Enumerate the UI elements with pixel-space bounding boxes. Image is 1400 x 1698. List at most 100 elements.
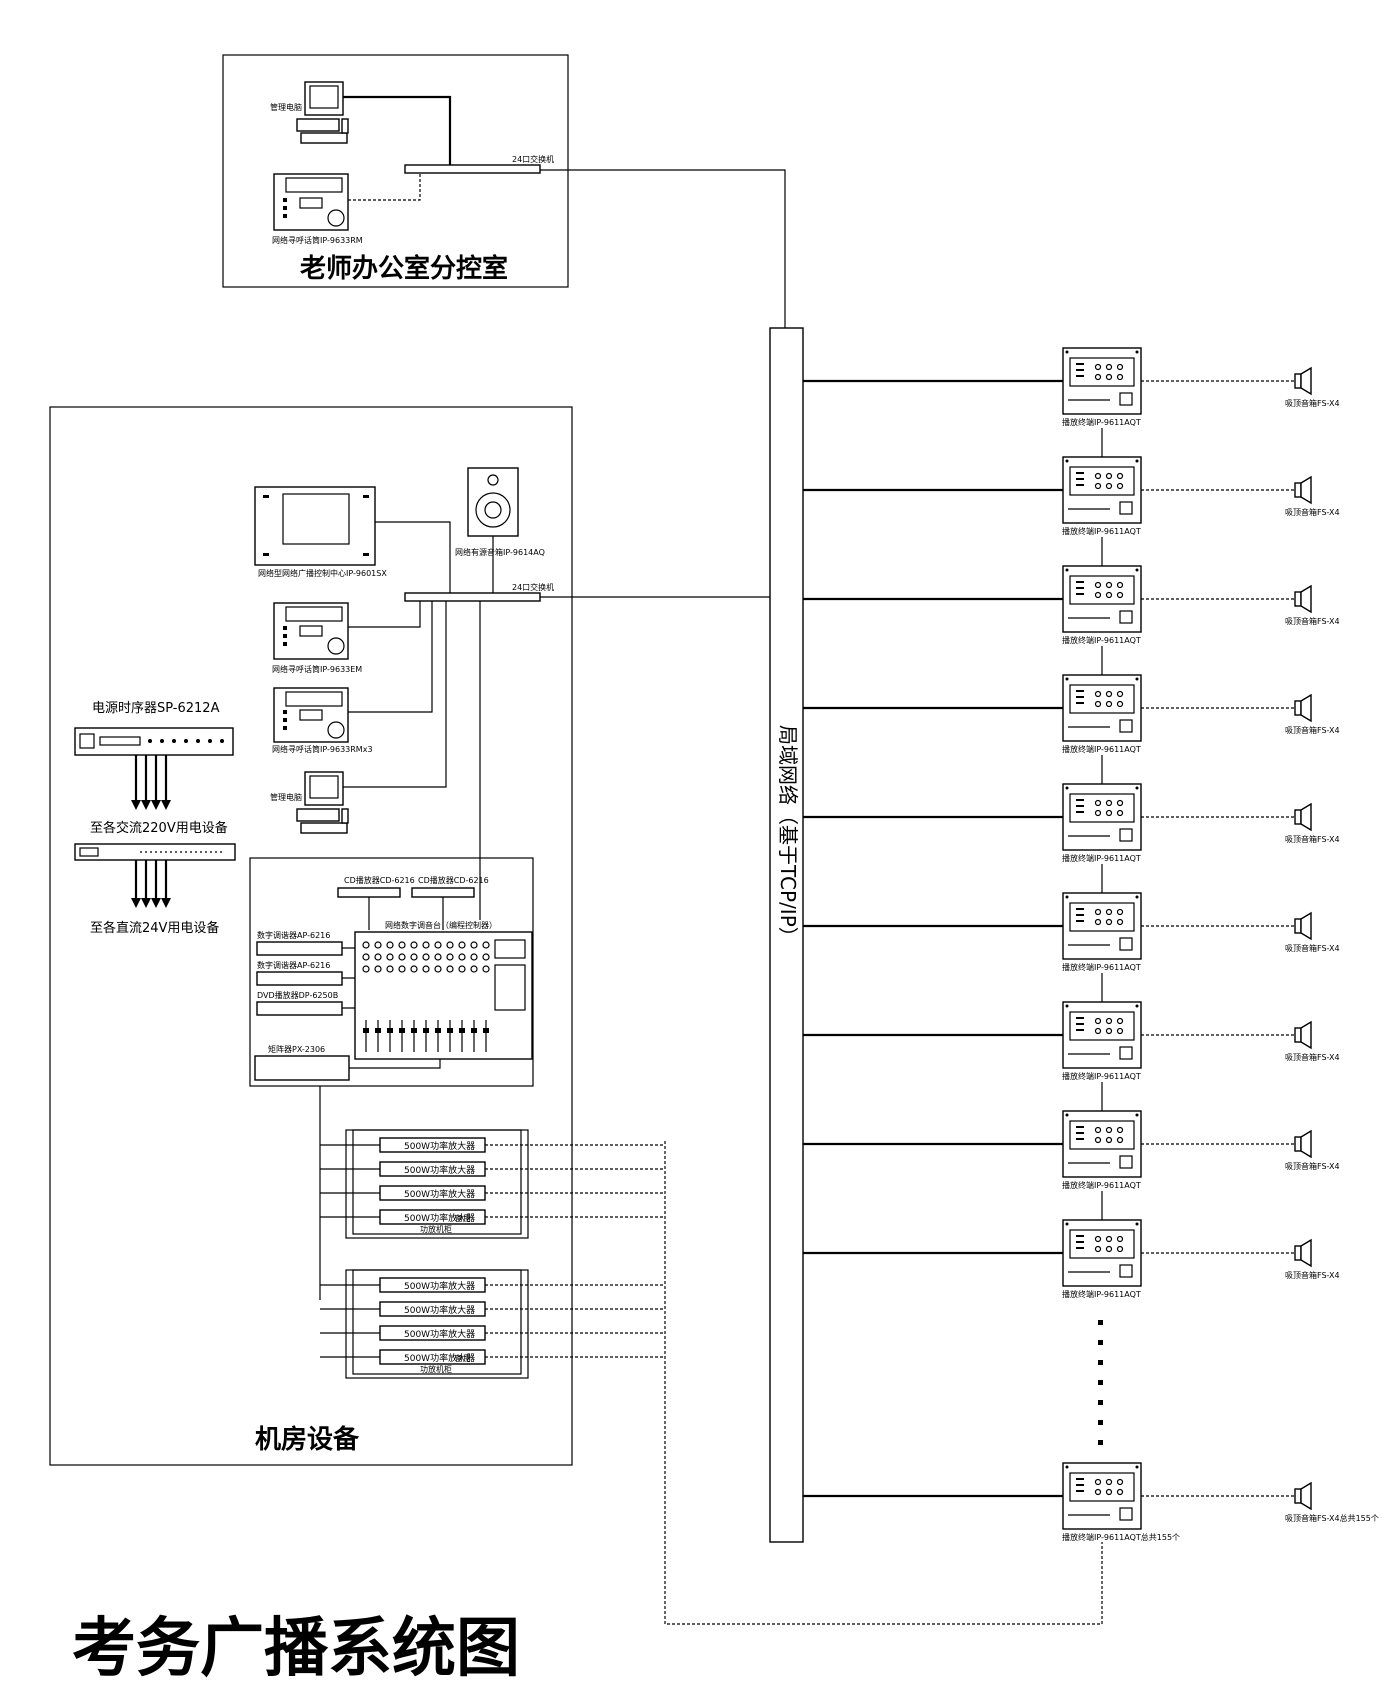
office-computer-icon bbox=[296, 81, 349, 144]
matrix-label: 矩阵器PX-2306 bbox=[268, 1044, 325, 1054]
tuner2-label: 数字调谐器AP-6216 bbox=[257, 960, 330, 970]
office-switch-label: 24口交换机 bbox=[512, 154, 554, 164]
terminal-unit: 播放终端IP-9611AQT 吸顶音箱FS-X4 bbox=[803, 783, 1340, 863]
terminal-label: 播放终端IP-9611AQT bbox=[1062, 526, 1141, 536]
machine-paging-mic2-icon bbox=[273, 687, 349, 743]
cd1-label: CD播放器CD-6216 bbox=[344, 875, 415, 885]
machine-paging-mic2-label: 网络寻呼话筒IP-9633RMx3 bbox=[272, 744, 373, 754]
speaker-icon bbox=[1294, 584, 1312, 614]
speaker-label: 吸顶音箱FS-X4 bbox=[1285, 1052, 1340, 1062]
server-label: 网络型网络广播控制中心IP-9601SX bbox=[258, 568, 387, 578]
terminal-label: 播放终端IP-9611AQT bbox=[1062, 635, 1141, 645]
ellipsis-dots bbox=[1098, 1320, 1103, 1445]
power-sequencer-label: 电源时序器SP-6212A bbox=[92, 701, 220, 716]
office-computer-label: 管理电脑 bbox=[270, 102, 302, 112]
amp-rack-caption: 功放机柜 bbox=[420, 1224, 452, 1234]
server-link bbox=[375, 521, 451, 593]
tuner2-icon bbox=[256, 971, 343, 986]
diagram-title: 考务广播系统图 bbox=[72, 1612, 520, 1686]
source-links bbox=[342, 947, 355, 1009]
ellipsis-dot bbox=[1098, 1420, 1103, 1425]
cd2-label: CD播放器CD-6216 bbox=[418, 875, 489, 885]
machine-paging-mic-label: 网络寻呼话筒IP-9633EM bbox=[272, 664, 362, 674]
office-mic-link bbox=[348, 173, 421, 201]
terminal-unit: 播放终端IP-9611AQT 吸顶音箱FS-X4 bbox=[803, 1110, 1340, 1190]
speaker-icon bbox=[1294, 1481, 1312, 1511]
speaker-icon bbox=[1294, 1129, 1312, 1159]
ellipsis-dot bbox=[1098, 1380, 1103, 1385]
terminal-list: 播放终端IP-9611AQT 吸顶音箱FS-X4 播放终端IP-9611AQT 吸顶音… bbox=[803, 347, 1379, 1542]
ellipsis-dot bbox=[1098, 1440, 1103, 1445]
mic2-link bbox=[348, 601, 433, 713]
speaker-icon bbox=[1294, 475, 1312, 505]
dvd-label: DVD播放器DP-6250B bbox=[257, 990, 338, 1000]
backup-label: 备用 bbox=[455, 1353, 471, 1363]
amplifier-label: 500W功率放大器 bbox=[404, 1212, 475, 1224]
speaker-label: 吸顶音箱FS-X4 bbox=[1285, 834, 1340, 844]
ellipsis-dot bbox=[1098, 1360, 1103, 1365]
mixer-subsystem-frame bbox=[249, 857, 534, 1087]
pc-link bbox=[343, 601, 447, 788]
matrix-link bbox=[349, 1059, 441, 1069]
matrix-icon bbox=[254, 1055, 350, 1081]
terminal-unit: 播放终端IP-9611AQT总共155个 吸顶音箱FS-X4总共155个 bbox=[803, 1462, 1379, 1542]
speaker-label: 吸顶音箱FS-X4 bbox=[1285, 1161, 1340, 1171]
network-backbone-label: 局域网络（基于TCP/IP） bbox=[776, 725, 800, 947]
terminal-label: 播放终端IP-9611AQT bbox=[1062, 853, 1141, 863]
office-room-frame bbox=[222, 54, 569, 288]
monitor-speaker-icon bbox=[467, 467, 519, 537]
amp-to-terminal-wire bbox=[664, 1141, 1103, 1625]
machine-room-name: 机房设备 bbox=[255, 1425, 360, 1455]
machine-switch bbox=[404, 592, 541, 602]
terminal-label: 播放终端IP-9611AQT bbox=[1062, 1289, 1141, 1299]
office-computer-link bbox=[343, 95, 452, 165]
machine-room-frame bbox=[49, 406, 573, 1466]
amplifier-label: 500W功率放大器 bbox=[404, 1164, 475, 1176]
ellipsis-dot bbox=[1098, 1320, 1103, 1325]
speaker-label: 吸顶音箱FS-X4 bbox=[1285, 943, 1340, 953]
mixer-label: 网络数字调音台（编程控制器） bbox=[385, 920, 497, 930]
amplifier-label: 500W功率放大器 bbox=[404, 1304, 475, 1316]
amplifier-label: 500W功率放大器 bbox=[404, 1328, 475, 1340]
office-room-name: 老师办公室分控室 bbox=[300, 253, 508, 284]
terminal-unit: 播放终端IP-9611AQT 吸顶音箱FS-X4 bbox=[803, 674, 1340, 754]
ellipsis-dot bbox=[1098, 1400, 1103, 1405]
speaker-label: 吸顶音箱FS-X4 bbox=[1285, 616, 1340, 626]
cd-links bbox=[368, 897, 444, 930]
ellipsis-dot bbox=[1098, 1340, 1103, 1345]
speaker-icon bbox=[1294, 366, 1312, 396]
dc-power-icon bbox=[74, 843, 236, 861]
speaker-icon bbox=[1294, 1238, 1312, 1268]
machine-switch-label: 24口交换机 bbox=[512, 582, 554, 592]
mic1-link bbox=[348, 601, 421, 628]
network-backbone bbox=[769, 327, 804, 1543]
office-paging-mic-label: 网络寻呼话筒IP-9633RM bbox=[272, 235, 363, 245]
speaker-label: 吸顶音箱FS-X4 bbox=[1285, 725, 1340, 735]
amp-rack-1: 500W功率放大器500W功率放大器500W功率放大器500W功率放大器备用功放… bbox=[320, 1129, 665, 1239]
terminal-label: 播放终端IP-9611AQT bbox=[1062, 962, 1141, 972]
power-sequencer-icon bbox=[74, 727, 234, 756]
tuner1-label: 数字调谐器AP-6216 bbox=[257, 930, 330, 940]
tuner1-icon bbox=[256, 941, 343, 956]
terminal-label: 播放终端IP-9611AQT bbox=[1062, 744, 1141, 754]
speaker-icon bbox=[1294, 802, 1312, 832]
terminal-unit: 播放终端IP-9611AQT 吸顶音箱FS-X4 bbox=[803, 565, 1340, 645]
speaker-icon bbox=[1294, 911, 1312, 941]
office-paging-mic-icon bbox=[273, 173, 349, 231]
amplifier-label: 500W功率放大器 bbox=[404, 1352, 475, 1364]
speaker-label: 吸顶音箱FS-X4 bbox=[1285, 1270, 1340, 1280]
speaker-label: 吸顶音箱FS-X4总共155个 bbox=[1285, 1513, 1379, 1523]
terminal-unit: 播放终端IP-9611AQT 吸顶音箱FS-X4 bbox=[803, 1219, 1340, 1299]
machine-computer-icon bbox=[296, 771, 349, 834]
terminal-label: 播放终端IP-9611AQT总共155个 bbox=[1062, 1532, 1180, 1542]
monitor-speaker-label: 网络有源音箱IP-9614AQ bbox=[455, 547, 545, 557]
terminal-label: 播放终端IP-9611AQT bbox=[1062, 417, 1141, 427]
terminal-label: 播放终端IP-9611AQT bbox=[1062, 1180, 1141, 1190]
terminal-unit: 播放终端IP-9611AQT 吸顶音箱FS-X4 bbox=[803, 892, 1340, 972]
machine-paging-mic-icon bbox=[273, 602, 349, 660]
ac-label: 至各交流220V用电设备 bbox=[90, 820, 228, 836]
cd1-icon bbox=[337, 887, 401, 898]
